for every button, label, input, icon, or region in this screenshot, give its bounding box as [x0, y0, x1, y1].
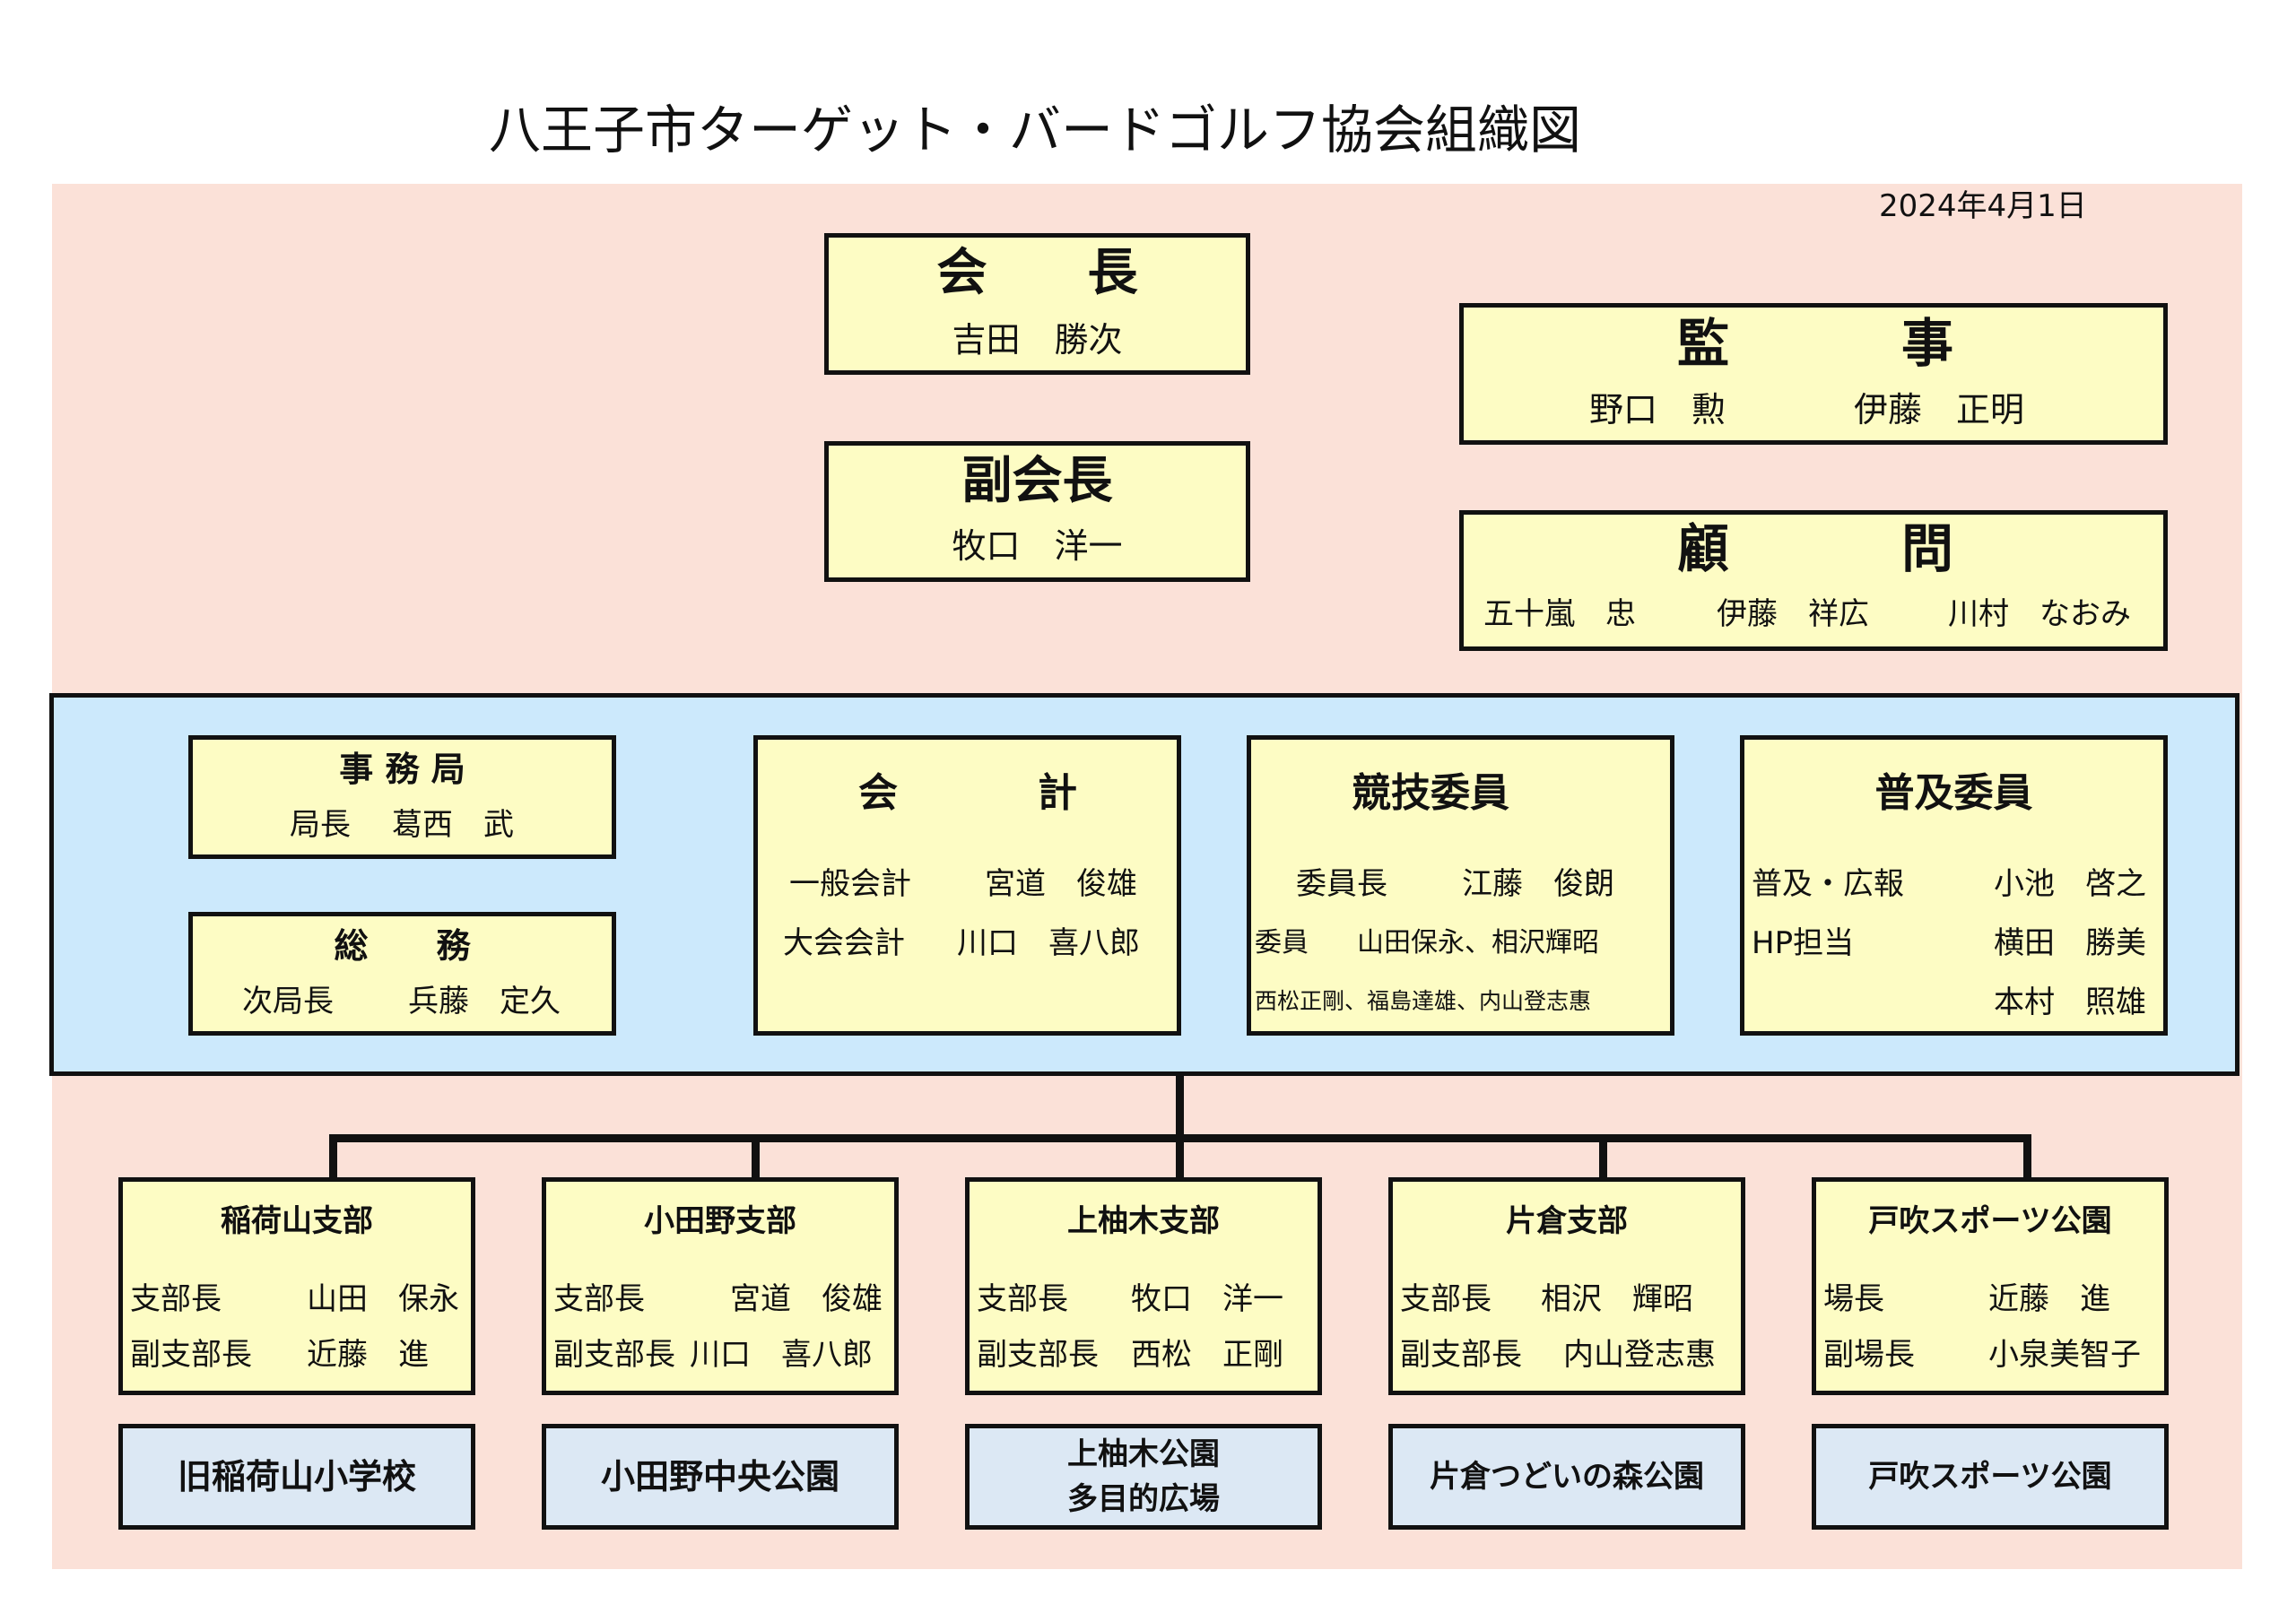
general-affairs-role: 次局長	[242, 984, 334, 1019]
branch-box-1: 稲荷山支部 支部長 山田 保永 副支部長 近藤 進	[118, 1177, 475, 1395]
branch-role-2: 副場長	[1823, 1337, 1915, 1373]
branch-person-1: 宮道 俊雄	[730, 1281, 883, 1317]
auditor-name-2: 伊藤 正明	[1854, 390, 2025, 429]
advisor-name-2: 伊藤 祥広	[1717, 596, 1869, 632]
branch-role-1: 支部長	[130, 1281, 222, 1317]
venue-box-4: 片倉つどいの森公園	[1388, 1424, 1745, 1530]
accounting-role-1: 一般会計	[789, 866, 911, 902]
auditor-name-1: 野口 勲	[1589, 390, 1726, 429]
branch-person-2: 西松 正剛	[1131, 1337, 1283, 1373]
connector-drop-5	[2023, 1134, 2031, 1181]
competition-member-names-1: 山田保永、相沢輝昭	[1357, 927, 1599, 958]
competition-member-names-2: 西松正剛、福島達雄、内山登志惠	[1255, 988, 1592, 1014]
competition-heading: 競技委員	[1352, 770, 1509, 816]
president-box: 会 長 吉田 勝次	[824, 233, 1250, 375]
competition-member-role: 委員	[1255, 927, 1309, 958]
competition-box: 競技委員 委員長 江藤 俊朗 委員 山田保永、相沢輝昭 西松正剛、福島達雄、内山…	[1247, 735, 1674, 1036]
branch-role-1: 支部長	[553, 1281, 645, 1317]
venue-line-1: 上柚木公園	[1067, 1436, 1220, 1472]
branch-person-2: 内山登志惠	[1563, 1337, 1716, 1373]
branch-role-2: 副支部長	[1400, 1337, 1522, 1373]
branch-name: 戸吹スポーツ公園	[1868, 1203, 2112, 1239]
branch-person-1: 近藤 進	[1988, 1281, 2110, 1317]
venue-line-1: 旧稲荷山小学校	[177, 1457, 416, 1496]
venue-box-2: 小田野中央公園	[542, 1424, 899, 1530]
secretariat-heading: 事 務 局	[339, 750, 465, 789]
secretariat-name: 葛西 武	[392, 807, 514, 843]
accounting-name-2: 川口 喜八郎	[957, 925, 1140, 961]
promotion-name-1: 小池 啓之	[1994, 866, 2146, 902]
branch-person-1: 相沢 輝昭	[1541, 1281, 1693, 1317]
auditor-heading-right: 事	[1901, 313, 1954, 374]
venue-line-2: 多目的広場	[1067, 1481, 1220, 1517]
accounting-box: 会 計 一般会計 宮道 俊雄 大会会計 川口 喜八郎	[753, 735, 1181, 1036]
secretariat-box: 事 務 局 局長 葛西 武	[188, 735, 616, 859]
venue-box-3: 上柚木公園 多目的広場	[965, 1424, 1322, 1530]
branch-role-2: 副支部長	[130, 1337, 252, 1373]
branch-role-2: 副支部長	[553, 1337, 675, 1373]
branch-role-1: 支部長	[1400, 1281, 1492, 1317]
general-affairs-name: 兵藤 定久	[408, 984, 561, 1019]
branch-name: 片倉支部	[1506, 1203, 1628, 1239]
accounting-name-1: 宮道 俊雄	[985, 866, 1137, 902]
page-title: 八王子市ターゲット・バードゴルフ協会組織図	[489, 100, 1582, 160]
accounting-role-2: 大会会計	[783, 925, 905, 961]
branch-box-4: 片倉支部 支部長 相沢 輝昭 副支部長 内山登志惠	[1388, 1177, 1745, 1395]
branch-person-1: 山田 保永	[307, 1281, 459, 1317]
promotion-name-3: 本村 照雄	[1994, 984, 2146, 1020]
promotion-heading: 普及委員	[1874, 770, 2033, 816]
vice-president-name: 牧口 洋一	[952, 526, 1123, 566]
vice-president-heading: 副会長	[961, 452, 1113, 510]
competition-chair-name: 江藤 俊朗	[1462, 866, 1614, 902]
promotion-role-2: HP担当	[1752, 925, 1855, 961]
venue-line-1: 片倉つどいの森公園	[1430, 1459, 1704, 1495]
connector-drop-2	[752, 1134, 760, 1181]
accounting-heading-right: 計	[1038, 770, 1077, 816]
branch-person-2: 近藤 進	[307, 1337, 429, 1373]
branch-box-3: 上柚木支部 支部長 牧口 洋一 副支部長 西松 正剛	[965, 1177, 1322, 1395]
president-heading: 会 長	[936, 244, 1138, 302]
accounting-heading-left: 会	[858, 770, 898, 816]
advisor-heading-left: 顧	[1677, 518, 1730, 579]
connector-drop-1	[329, 1134, 337, 1181]
branch-box-2: 小田野支部 支部長 宮道 俊雄 副支部長 川口 喜八郎	[542, 1177, 899, 1395]
branch-name: 小田野支部	[644, 1203, 796, 1239]
branch-role-2: 副支部長	[977, 1337, 1099, 1373]
auditor-heading-left: 監	[1677, 313, 1730, 374]
venue-box-1: 旧稲荷山小学校	[118, 1424, 475, 1530]
promotion-role-1: 普及・広報	[1752, 866, 1904, 902]
president-name: 吉田 勝次	[952, 320, 1123, 360]
secretariat-role: 局長	[290, 807, 351, 843]
general-affairs-heading: 総 務	[334, 926, 471, 966]
branch-name: 上柚木支部	[1067, 1203, 1220, 1239]
venue-line-1: 小田野中央公園	[600, 1457, 839, 1496]
branch-role-1: 支部長	[977, 1281, 1068, 1317]
advisor-box: 顧 問 五十嵐 忠 伊藤 祥広 川村 なおみ	[1459, 510, 2168, 651]
competition-chair-role: 委員長	[1296, 866, 1387, 902]
venue-line-1: 戸吹スポーツ公園	[1868, 1459, 2112, 1495]
connector-drop-4	[1599, 1134, 1607, 1181]
branch-person-2: 川口 喜八郎	[690, 1337, 873, 1373]
vice-president-box: 副会長 牧口 洋一	[824, 441, 1250, 582]
auditor-box: 監 事 野口 勲 伊藤 正明	[1459, 303, 2168, 445]
branch-box-5: 戸吹スポーツ公園 場長 近藤 進 副場長 小泉美智子	[1812, 1177, 2169, 1395]
branch-person-2: 小泉美智子	[1988, 1337, 2141, 1373]
advisor-name-1: 五十嵐 忠	[1483, 596, 1636, 632]
general-affairs-box: 総 務 次局長 兵藤 定久	[188, 912, 616, 1036]
promotion-box: 普及委員 普及・広報 小池 啓之 HP担当 横田 勝美 本村 照雄	[1740, 735, 2168, 1036]
venue-box-5: 戸吹スポーツ公園	[1812, 1424, 2169, 1530]
date-label: 2024年4月1日	[1879, 188, 2087, 224]
branch-name: 稲荷山支部	[221, 1203, 373, 1239]
branch-person-1: 牧口 洋一	[1131, 1281, 1283, 1317]
branch-role-1: 場長	[1823, 1281, 1884, 1317]
promotion-name-2: 横田 勝美	[1994, 925, 2146, 961]
connector-drop-3	[1176, 1134, 1184, 1181]
advisor-heading-right: 問	[1901, 518, 1954, 579]
advisor-name-3: 川村 なおみ	[1948, 596, 2131, 632]
connector-trunk	[1176, 1076, 1184, 1139]
